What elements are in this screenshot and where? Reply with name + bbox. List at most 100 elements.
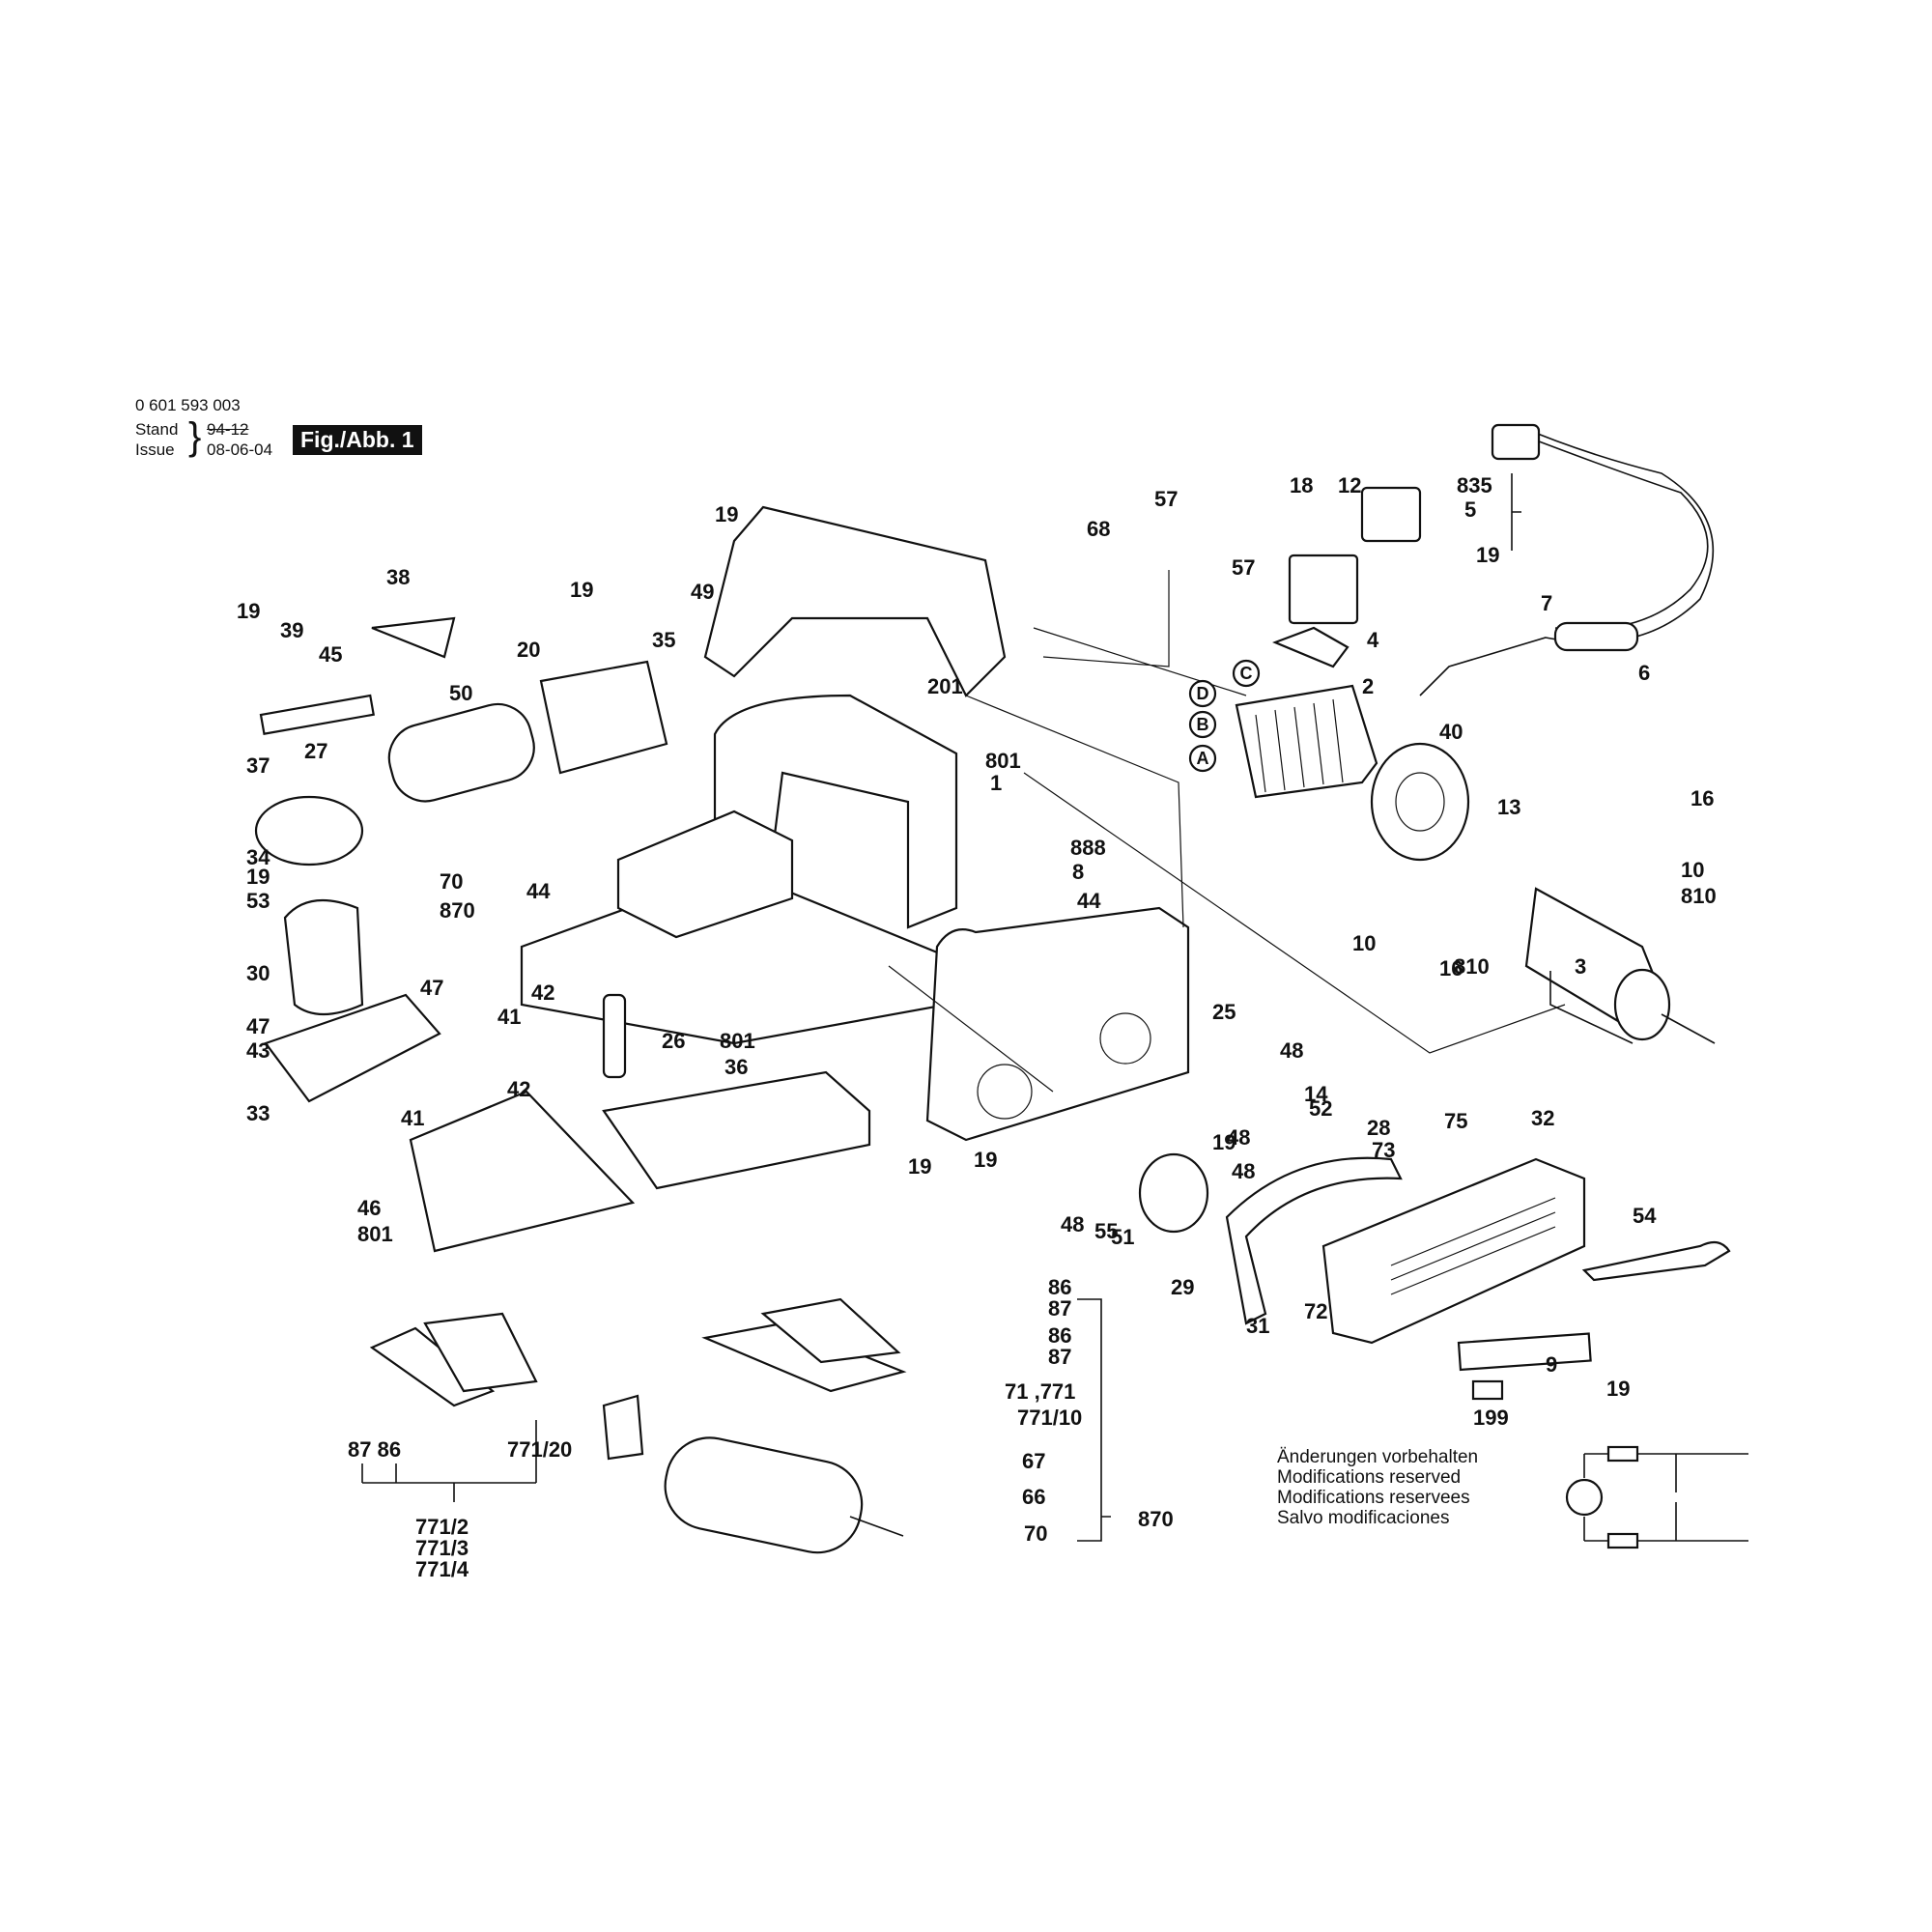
part-label: 28 [1367, 1116, 1390, 1140]
power-cable-part [1525, 436, 1709, 631]
stator-winding-part [1255, 698, 1344, 793]
part-label: 6 [1638, 661, 1650, 685]
part-label: 19 [237, 599, 260, 623]
circle-marker-label: D [1197, 684, 1209, 703]
knob-part-34 [254, 795, 364, 867]
cutter-drum-part-70 [387, 702, 535, 803]
part-label: 27 [304, 739, 327, 763]
part-label: 32 [1531, 1106, 1554, 1130]
fan-ring-part [1370, 742, 1470, 862]
part-label: 72 [1304, 1299, 1327, 1323]
drum-shaft-part [849, 1516, 904, 1537]
part-label: 57 [1154, 487, 1178, 511]
part-label: 12 [1338, 473, 1361, 497]
part-label: 49 [691, 580, 714, 604]
resistor-symbol-part [1606, 1445, 1639, 1463]
schematic-wiring-part [1583, 1453, 1748, 1542]
part-label: 87 [1048, 1296, 1071, 1321]
part-label: 48 [1227, 1125, 1250, 1150]
note-line: Änderungen vorbehalten [1277, 1447, 1479, 1467]
note-line: Modifications reservees [1277, 1488, 1470, 1508]
part-label: 42 [507, 1077, 530, 1101]
part-label: 52 [1309, 1096, 1332, 1121]
stand-value: 94-12 [207, 420, 249, 439]
part-label: 771/10 [1017, 1406, 1082, 1430]
part-label: 801 [720, 1029, 755, 1053]
part-label: 35 [652, 628, 675, 652]
label-part-9 [1457, 1332, 1592, 1372]
part-label: 44 [526, 879, 551, 903]
part-label: 771/4 [415, 1557, 469, 1581]
part-label: 75 [1444, 1109, 1467, 1133]
part-label: 870 [440, 898, 475, 923]
part-label: 20 [517, 638, 540, 662]
part-label: 57 [1232, 555, 1255, 580]
part-label: 34 [246, 845, 270, 869]
part-label: 7 [1541, 591, 1552, 615]
part-label: 71 ,771 [1005, 1379, 1075, 1404]
part-label: 19 [570, 578, 593, 602]
part-label: 26 [662, 1029, 685, 1053]
part-label: 37 [246, 753, 270, 778]
part-label: 18 [1290, 473, 1313, 497]
part-label: 48 [1280, 1038, 1303, 1063]
part-label: 3 [1575, 954, 1586, 979]
part-label: 1 [990, 771, 1002, 795]
part-label: 19 [1476, 543, 1499, 567]
part-label: 2 [1362, 674, 1374, 698]
part-label: 41 [401, 1106, 424, 1130]
part-label: 70 [1024, 1521, 1047, 1546]
note-line: Salvo modificaciones [1277, 1508, 1450, 1528]
group-bracket-part [1549, 971, 1634, 1044]
part-label: 31 [1246, 1314, 1269, 1338]
part-label: 66 [1022, 1485, 1045, 1509]
part-label: 19 [908, 1154, 931, 1179]
leader-lines-part [888, 570, 1247, 1093]
brace-icon: } [188, 415, 202, 458]
part-label: 51 [1111, 1225, 1134, 1249]
switch-part [1288, 554, 1359, 625]
part-label: 54 [1633, 1204, 1657, 1228]
circle-marker [1188, 679, 1217, 708]
plug-part [1491, 423, 1541, 461]
part-label: 45 [319, 642, 342, 667]
top-handle-part [703, 505, 1007, 697]
part-label: 87 86 [348, 1437, 401, 1462]
part-label: 67 [1022, 1449, 1045, 1473]
parts-drawing [254, 423, 1748, 1554]
wrench-part-54 [1581, 1240, 1731, 1282]
part-number-labels: 1939453850372734195330474743332019357087… [237, 473, 1717, 1581]
switch-lever-part [1272, 626, 1350, 668]
part-label: 47 [420, 976, 443, 1000]
part-label: 19 [974, 1148, 997, 1172]
pulley-part [1138, 1152, 1209, 1234]
part-label: 888 [1070, 836, 1106, 860]
part-label: 9 [1546, 1352, 1557, 1377]
part-label: 4 [1367, 628, 1379, 652]
part-label: 50 [449, 681, 472, 705]
part-label: 19 [1212, 1130, 1236, 1154]
part-label: 870 [1138, 1507, 1174, 1531]
part-label: 16 [1439, 956, 1463, 980]
part-label: 201 [927, 674, 963, 698]
bearing-seat-part [1099, 1012, 1151, 1065]
guide-block-part-35 [539, 660, 668, 775]
part-label: 41 [497, 1005, 521, 1029]
figure-label: Fig./Abb. 1 [293, 425, 422, 455]
circle-marker [1188, 744, 1217, 773]
part-label: 33 [246, 1101, 270, 1125]
power-cable-part [1419, 424, 1715, 696]
part-label: 68 [1087, 517, 1110, 541]
part-label: 13 [1497, 795, 1520, 819]
part-label: 87 [1048, 1345, 1071, 1369]
motor-cover-part [925, 906, 1190, 1142]
part-label: 29 [1171, 1275, 1194, 1299]
part-label: 40 [1439, 720, 1463, 744]
switch-cap-part [1360, 486, 1422, 543]
part-label: 771/20 [507, 1437, 572, 1462]
group-bracket-part [1511, 473, 1521, 551]
circle-marker [1188, 710, 1217, 739]
group-bracket-part [361, 1420, 537, 1502]
part-label: 810 [1681, 884, 1717, 908]
